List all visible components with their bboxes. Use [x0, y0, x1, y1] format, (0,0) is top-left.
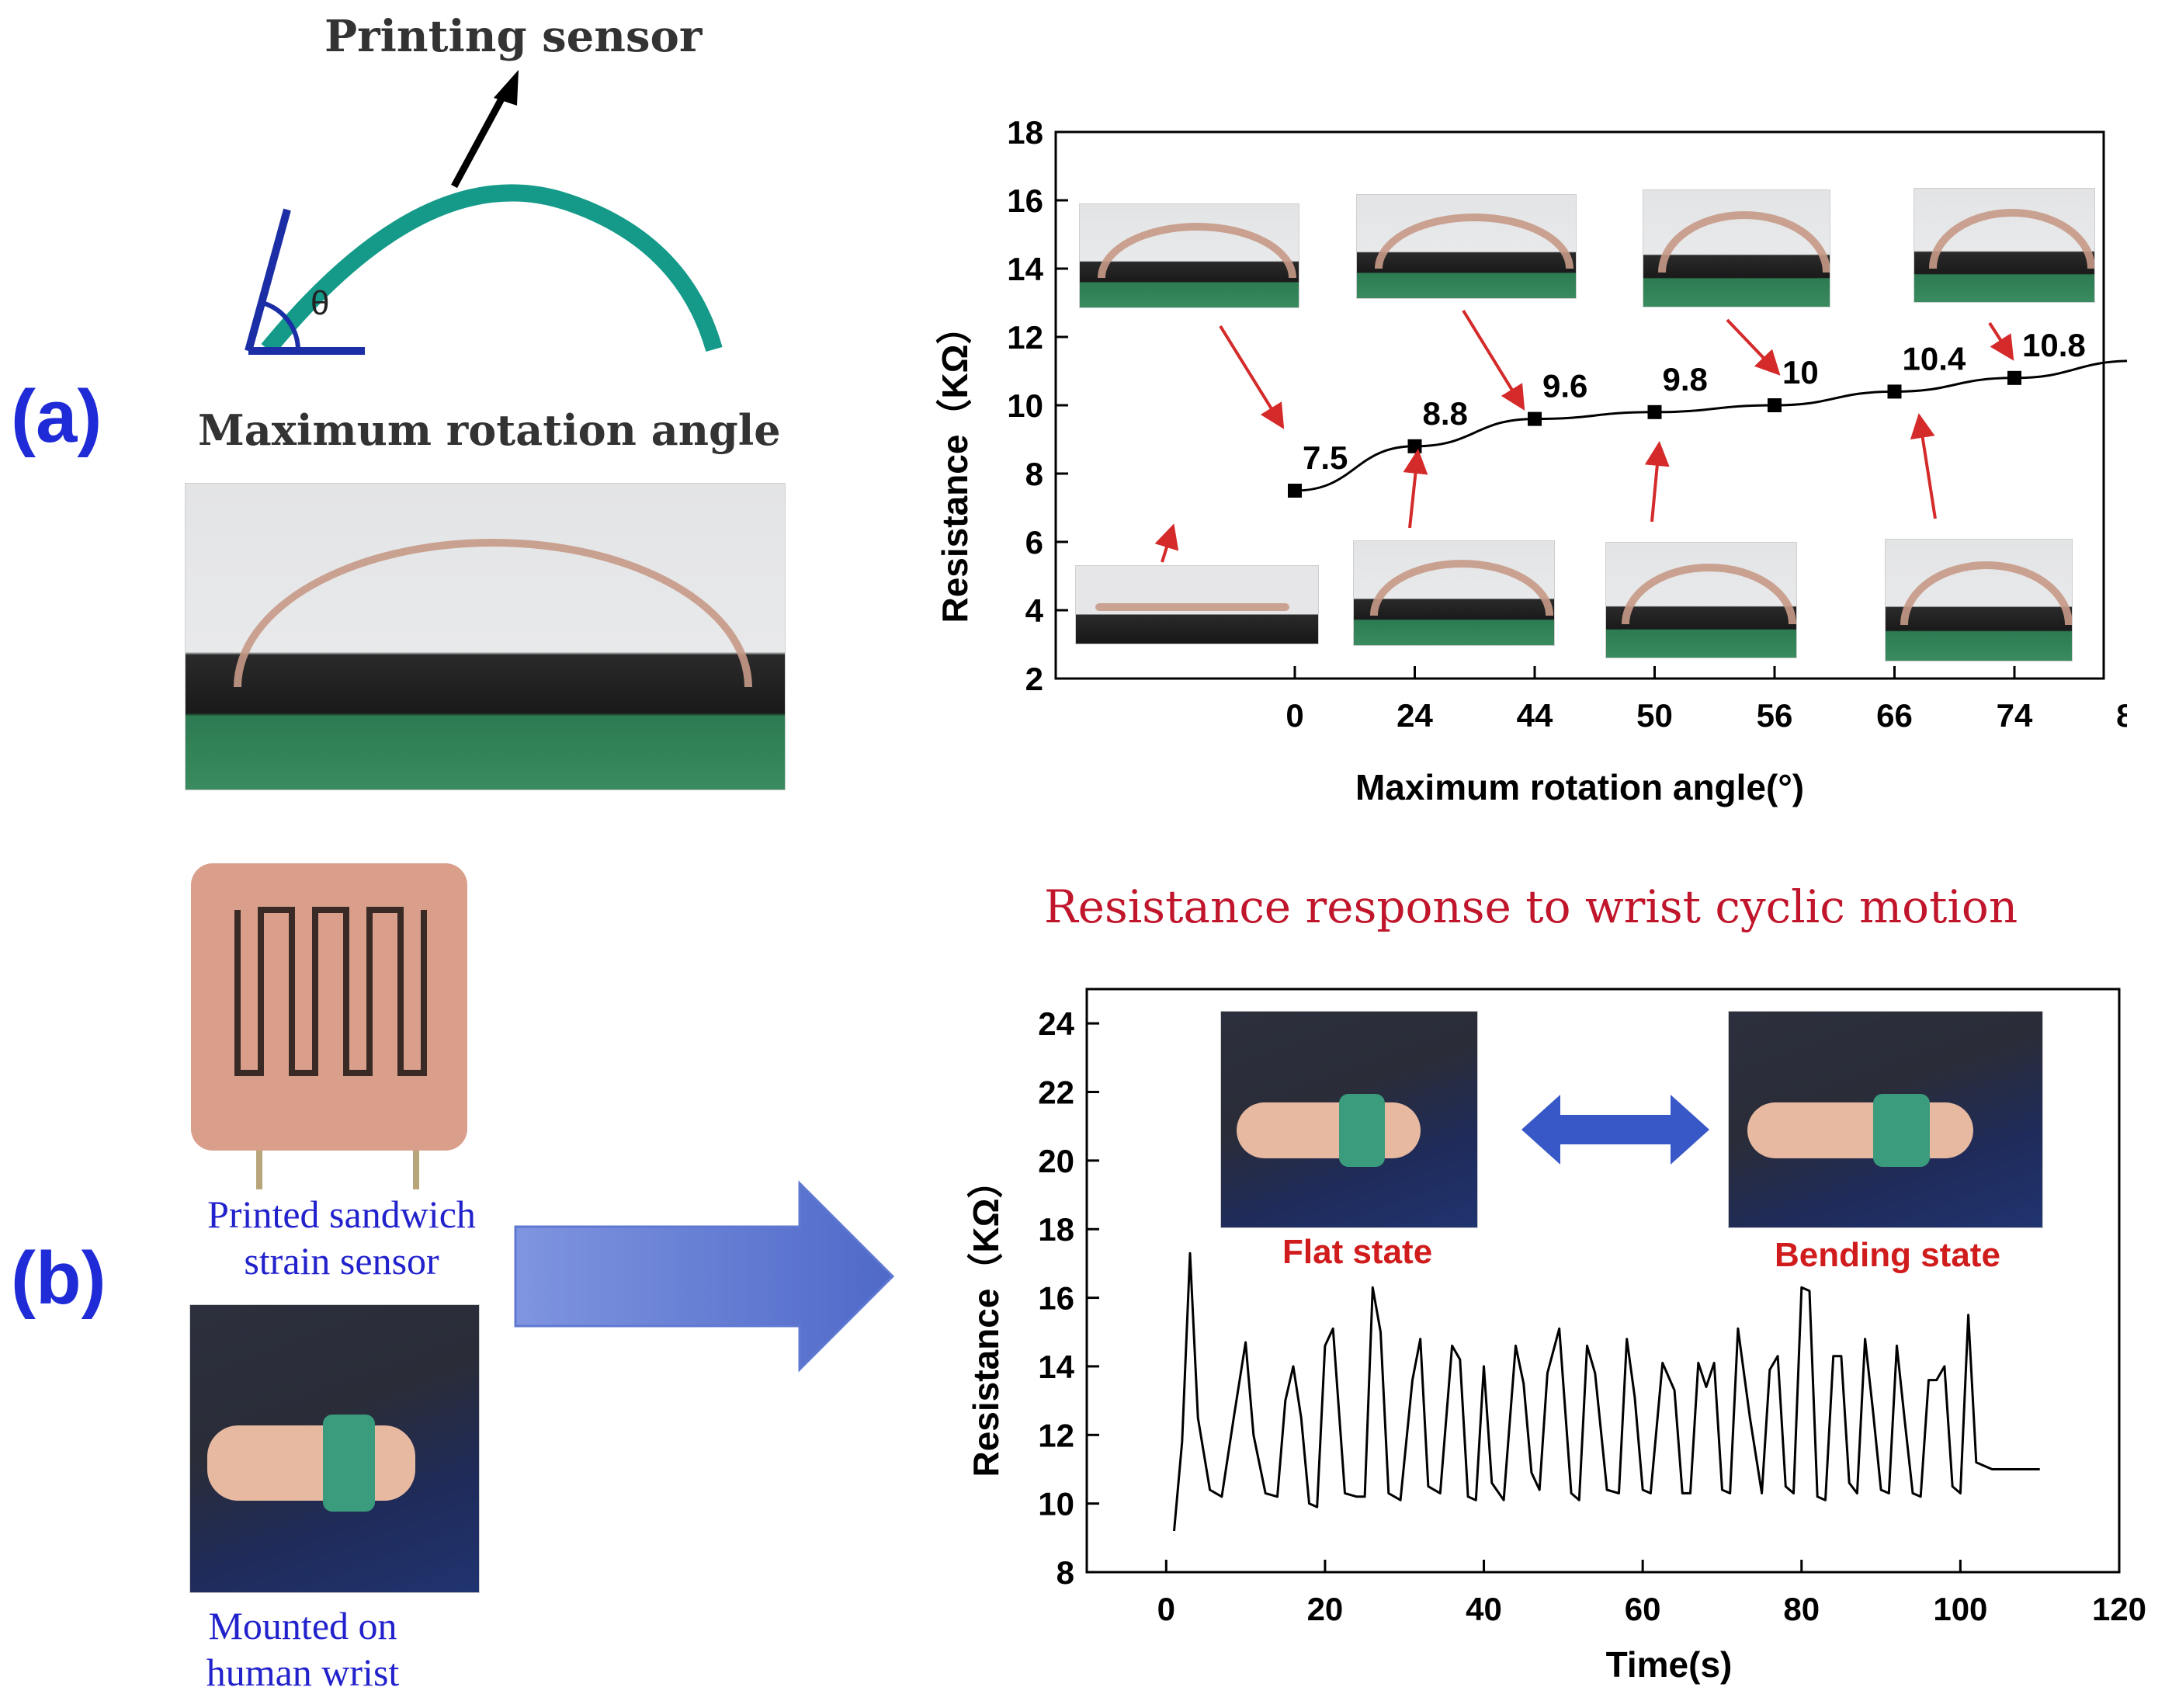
sensor-caption: Printed sandwich strain sensor: [207, 1192, 476, 1283]
sensor-pins: [256, 1151, 262, 1189]
chart2-plot-frame: [1085, 988, 2121, 1574]
inset-photo-angle-24: [1353, 540, 1555, 646]
chart1-data-label: 8.8: [1423, 395, 1468, 432]
chart2-ytick-label: 20: [1038, 1143, 1074, 1179]
inset-photo-angle-44: [1356, 194, 1577, 299]
chart1-ytick-label: 18: [1007, 114, 1043, 151]
chart1-data-point: [2007, 370, 2021, 385]
chart2-ytick-label: 8: [1057, 1554, 1074, 1591]
chart2-xtick-label: 80: [1783, 1591, 1820, 1627]
chart1-data-label: 10.8: [2022, 327, 2086, 363]
chart1-data-point: [1768, 398, 1782, 412]
chart1-ytick-label: 6: [1025, 524, 1043, 561]
chart1-data-point: [1528, 411, 1542, 426]
annotation-arrows: [1154, 309, 2014, 563]
chart1-data-label: 10: [1782, 354, 1819, 391]
sensor-pins: [413, 1151, 419, 1189]
chart1-data-label: 10.4: [1903, 340, 1966, 377]
chart1-ytick-label: 8: [1025, 456, 1043, 492]
chart1-xtick-label: 44: [1517, 697, 1553, 734]
red-arrow-icon: [1644, 441, 1670, 522]
bent-sensor-photo: [185, 483, 786, 790]
chart2-ytick-label: 14: [1038, 1349, 1074, 1385]
chart2-ytick-label: 22: [1038, 1074, 1074, 1111]
inset-photo-angle-66: [1885, 539, 2073, 661]
chart1-xtick-label: 50: [1636, 697, 1673, 734]
chart1-data-point: [1887, 384, 1902, 399]
chart1-ytick-label: 16: [1007, 182, 1043, 219]
rotation-angle-diagram: θ: [245, 70, 723, 355]
flat-state-label: Flat state: [1282, 1233, 1433, 1271]
chart2-ytick-label: 12: [1038, 1417, 1074, 1453]
bending-state-label: Bending state: [1775, 1236, 2000, 1274]
panel-a-label: (a): [11, 375, 102, 458]
inset-photo-angle-0-flat: [1075, 565, 1319, 644]
red-arrow-icon: [1910, 413, 1937, 519]
chart1-ylabel: Resistance（KΩ）: [935, 308, 975, 623]
wrist-caption: Mounted on human wrist: [206, 1604, 400, 1694]
chart1-data-point: [1647, 404, 1662, 419]
inset-photo-angle-74: [1914, 188, 2095, 303]
red-arrow-icon: [1154, 523, 1179, 563]
diagram-subtitle: Maximum rotation angle: [198, 405, 781, 455]
chart1-ytick-label: 12: [1007, 319, 1043, 356]
red-arrow-icon: [1403, 449, 1428, 529]
chart1-xtick-label: 56: [1757, 697, 1793, 734]
angle-lines: [245, 208, 365, 355]
chart2-xlabel: Time(s): [1606, 1644, 1733, 1685]
chart1-xlabel: Maximum rotation angle(°): [1355, 767, 1804, 807]
chart1-xtick-label: 74: [1997, 697, 2033, 734]
chart2-xtick-label: 120: [2092, 1591, 2146, 1627]
printed-sensor-photo: [191, 863, 467, 1151]
chart1-ytick-label: 10: [1007, 387, 1043, 424]
bending-state-photo: [1728, 1011, 2043, 1228]
red-arrow-icon: [1219, 325, 1285, 429]
chart2-xtick-label: 40: [1466, 1591, 1502, 1627]
chart1-data-label: 7.5: [1303, 439, 1348, 476]
chart2-xtick-label: 20: [1307, 1591, 1344, 1627]
double-arrow-icon: [1521, 1095, 1709, 1165]
chart2-xtick-label: 0: [1157, 1591, 1175, 1627]
chart1-ytick-label: 14: [1007, 251, 1043, 287]
chart1-xtick-label: 82: [2116, 697, 2127, 734]
chart1-xtick-label: 24: [1397, 697, 1433, 734]
chart1-ytick-label: 4: [1025, 592, 1044, 629]
sensor-arc: [261, 184, 723, 355]
big-right-arrow-icon: [514, 1180, 895, 1373]
chart2-series-line: [1173, 1251, 2040, 1532]
theta-symbol: θ: [311, 284, 329, 322]
chart1-data-point: [1288, 484, 1302, 498]
wrist-mounted-photo: [189, 1304, 480, 1593]
chart2-ylabel: Resistance（KΩ）: [966, 1162, 1006, 1477]
inset-photo-angle-56: [1643, 189, 1830, 307]
chart2-ytick-label: 24: [1038, 1005, 1074, 1042]
chart2-ytick-label: 10: [1038, 1486, 1074, 1522]
red-arrow-icon: [1726, 318, 1781, 376]
chart2-ytick-label: 16: [1038, 1280, 1074, 1317]
chart2-ytick-label: 18: [1038, 1211, 1074, 1248]
chart1-data-label: 9.8: [1663, 361, 1708, 397]
chart1-xtick-label: 0: [1286, 697, 1303, 734]
chart1-xtick-label: 66: [1876, 697, 1913, 734]
flat-state-photo: [1220, 1011, 1478, 1228]
inset-photo-angle-50: [1605, 542, 1797, 658]
chart2-xtick-label: 60: [1625, 1591, 1661, 1627]
resistance-time-chart: 8 10 12 14 16 18 20 22 24 0 20 40 60 80 100 120 Time(s…: [966, 988, 2146, 1685]
red-arrow-icon: [1462, 309, 1525, 411]
black-arrow-icon: [451, 70, 519, 189]
chart1-data-label: 9.6: [1542, 368, 1587, 404]
inset-photo-angle-0: [1079, 203, 1299, 308]
chart2-xtick-label: 100: [1933, 1591, 1987, 1627]
chart2-title: Resistance response to wrist cyclic moti…: [1044, 880, 2018, 933]
diagram-title: Printing sensor: [324, 11, 703, 62]
chart1-ytick-label: 2: [1025, 661, 1043, 697]
red-arrow-icon: [1988, 321, 2014, 361]
panel-b-label: (b): [11, 1237, 106, 1320]
